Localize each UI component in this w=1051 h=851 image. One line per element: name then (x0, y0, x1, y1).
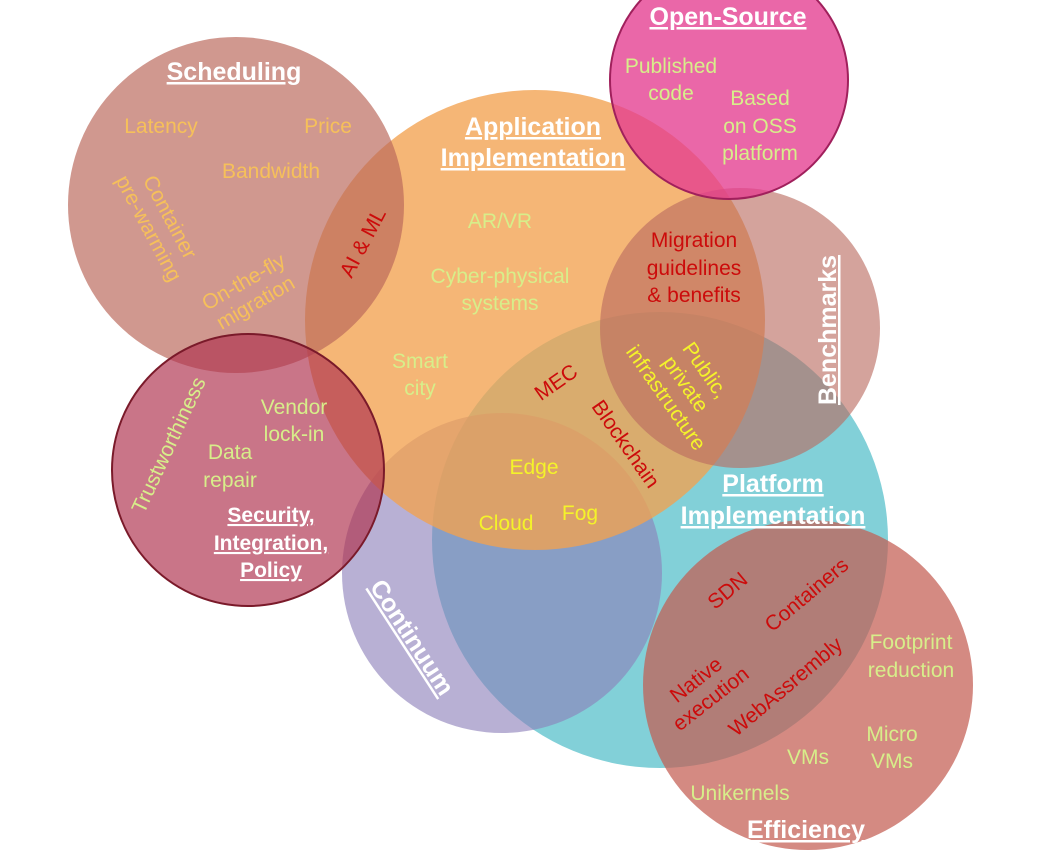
data-repair-label-line2: repair (203, 469, 257, 492)
vendor-lockin-label-line1: Vendor (261, 396, 328, 419)
micro-vms-label-line2: VMs (871, 750, 913, 773)
latency-label: Latency (124, 115, 198, 138)
migration-label-line2: guidelines (647, 257, 742, 280)
security-title-line2: Integration, (214, 532, 328, 555)
based-oss-label-line2: on OSS (723, 115, 797, 138)
scheduling-title: Scheduling (167, 58, 302, 86)
cyber-physical-label-line2: systems (461, 292, 538, 315)
edge-label: Edge (509, 456, 558, 479)
open-source-title: Open-Source (650, 3, 807, 31)
efficiency-title: Efficiency (747, 816, 865, 844)
published-code-label-line1: Published (625, 55, 717, 78)
cloud-label: Cloud (479, 512, 534, 535)
based-oss-label-line1: Based (730, 87, 790, 110)
platform-title-line2: Implementation (681, 502, 866, 530)
benchmarks-circle (600, 188, 880, 468)
smart-city-label-line1: Smart (392, 350, 448, 373)
application-title-line1: Application (465, 113, 601, 141)
cyber-physical-label-line1: Cyber-physical (431, 265, 570, 288)
security-title-line3: Policy (240, 559, 302, 582)
fog-label: Fog (562, 502, 598, 525)
migration-label-line1: Migration (651, 229, 737, 252)
vendor-lockin-label-line2: lock-in (264, 423, 325, 446)
price-label: Price (304, 115, 352, 138)
security-circle (111, 333, 385, 607)
footprint-reduction-label-line1: Footprint (870, 631, 953, 654)
vms-label: VMs (787, 746, 829, 769)
migration-label-line3: & benefits (647, 284, 740, 307)
based-oss-label-line3: platform (722, 142, 798, 165)
footprint-reduction-label-line2: reduction (868, 659, 954, 682)
arvr-label: AR/VR (468, 210, 532, 233)
smart-city-label-line2: city (404, 377, 436, 400)
unikernels-label: Unikernels (690, 782, 789, 805)
open-source-circle (609, 0, 849, 200)
security-title-line1: Security, (227, 504, 314, 527)
benchmarks-title: Benchmarks (814, 255, 842, 405)
bandwidth-label: Bandwidth (222, 160, 320, 183)
efficiency-circle (643, 520, 973, 850)
scheduling-circle (68, 37, 404, 373)
micro-vms-label-line1: Micro (866, 723, 917, 746)
platform-title-line1: Platform (722, 470, 823, 498)
data-repair-label-line1: Data (208, 441, 253, 464)
application-title-line2: Implementation (441, 144, 626, 172)
published-code-label-line2: code (648, 82, 694, 105)
